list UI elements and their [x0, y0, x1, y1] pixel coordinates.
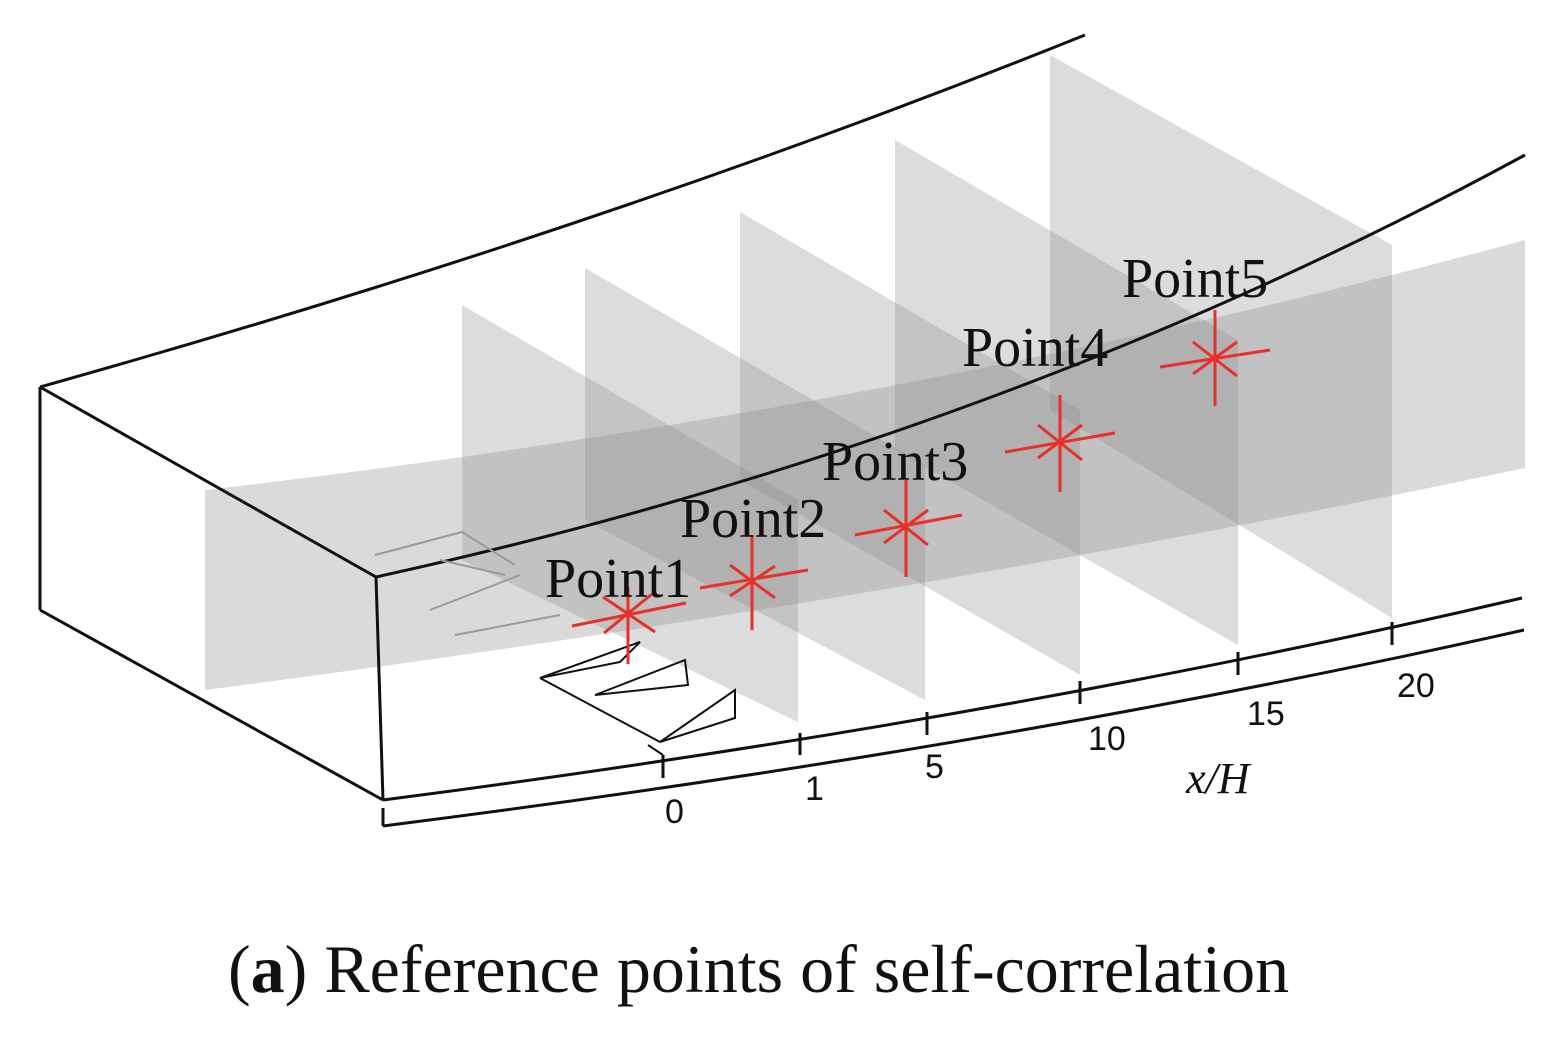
cross-section-plane-4 — [895, 140, 1238, 645]
tick-label-15: 15 — [1247, 695, 1285, 733]
step-edges-faint — [374, 530, 561, 636]
point-5-marker — [1159, 310, 1271, 406]
tick-label-20: 20 — [1397, 667, 1435, 705]
horizontal-plane — [205, 240, 1525, 690]
caption-close: ) — [284, 931, 308, 1007]
step-geometry — [539, 641, 736, 756]
point-2-label: Point2 — [680, 488, 826, 550]
point-5-label: Point5 — [1122, 248, 1268, 310]
cross-section-plane-2 — [585, 268, 925, 700]
cross-section-plane-5 — [1050, 55, 1392, 618]
tick-label-10: 10 — [1088, 720, 1126, 758]
x-axis-title: x/H — [1185, 754, 1252, 803]
point-1-marker — [571, 587, 687, 664]
point-1-label: Point1 — [545, 548, 691, 610]
cross-section-plane-3 — [740, 212, 1080, 675]
caption-text: Reference points of self-correlation — [307, 931, 1290, 1007]
tick-label-1: 1 — [805, 770, 824, 808]
point-3-label: Point3 — [822, 431, 968, 493]
figure-caption: (a) Reference points of self-correlation — [228, 930, 1528, 1009]
channel-outline — [38, 33, 1526, 802]
caption-letter: a — [250, 931, 285, 1007]
tick-label-0: 0 — [665, 793, 684, 831]
tick-label-5: 5 — [925, 748, 944, 786]
point-3-marker — [854, 480, 963, 577]
point-4-marker — [1004, 395, 1116, 492]
point-4-label: Point4 — [962, 317, 1108, 379]
point-2-marker — [699, 535, 809, 630]
caption-open: ( — [228, 931, 251, 1007]
x-axis — [381, 622, 1525, 828]
point-markers — [571, 310, 1271, 664]
